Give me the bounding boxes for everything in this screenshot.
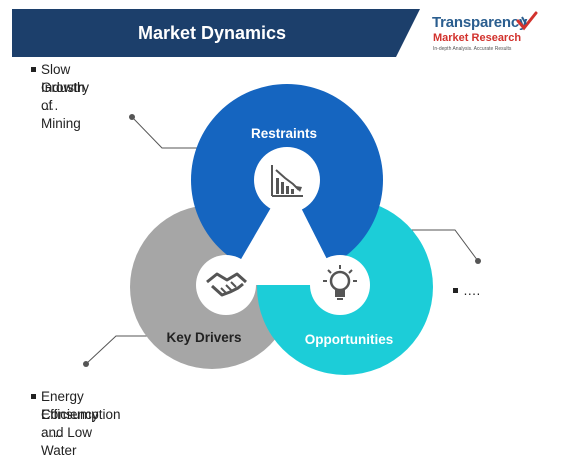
key-drivers-label: Key Drivers <box>166 330 241 345</box>
lightbulb-icon <box>310 255 370 315</box>
logo-line2: Market Research <box>433 32 522 44</box>
header-banner: Market Dynamics <box>12 9 420 57</box>
bullet-text: …. <box>463 283 481 298</box>
bullet-text-line2: Industry …. <box>41 80 90 113</box>
handshake-icon <box>196 255 256 315</box>
page-title: Market Dynamics <box>137 23 287 43</box>
center-triangle <box>226 180 340 285</box>
dynamics-diagram: Restraints Key Drivers Opportunities <box>83 84 481 375</box>
bullet-marker <box>31 394 36 399</box>
bullet-marker <box>31 67 36 72</box>
restraints-label: Restraints <box>251 126 317 141</box>
company-logo: Transparency Market Research In-depth An… <box>428 11 568 58</box>
banner-shape <box>12 9 420 57</box>
logo-check-icon <box>516 11 538 31</box>
bullet-text-line2: Consumption ….. <box>41 407 121 440</box>
opportunities-label: Opportunities <box>305 332 394 347</box>
logo-line1: Transparency <box>432 14 528 31</box>
connector-right <box>410 229 481 264</box>
connector-top-left <box>129 114 210 149</box>
declining-chart-icon <box>254 147 320 213</box>
bullet-text-line1: Slow Growth of Mining <box>41 62 85 131</box>
bullet-marker <box>453 288 458 293</box>
logo-tagline: In-depth Analysis. Accurate Results <box>433 46 512 52</box>
